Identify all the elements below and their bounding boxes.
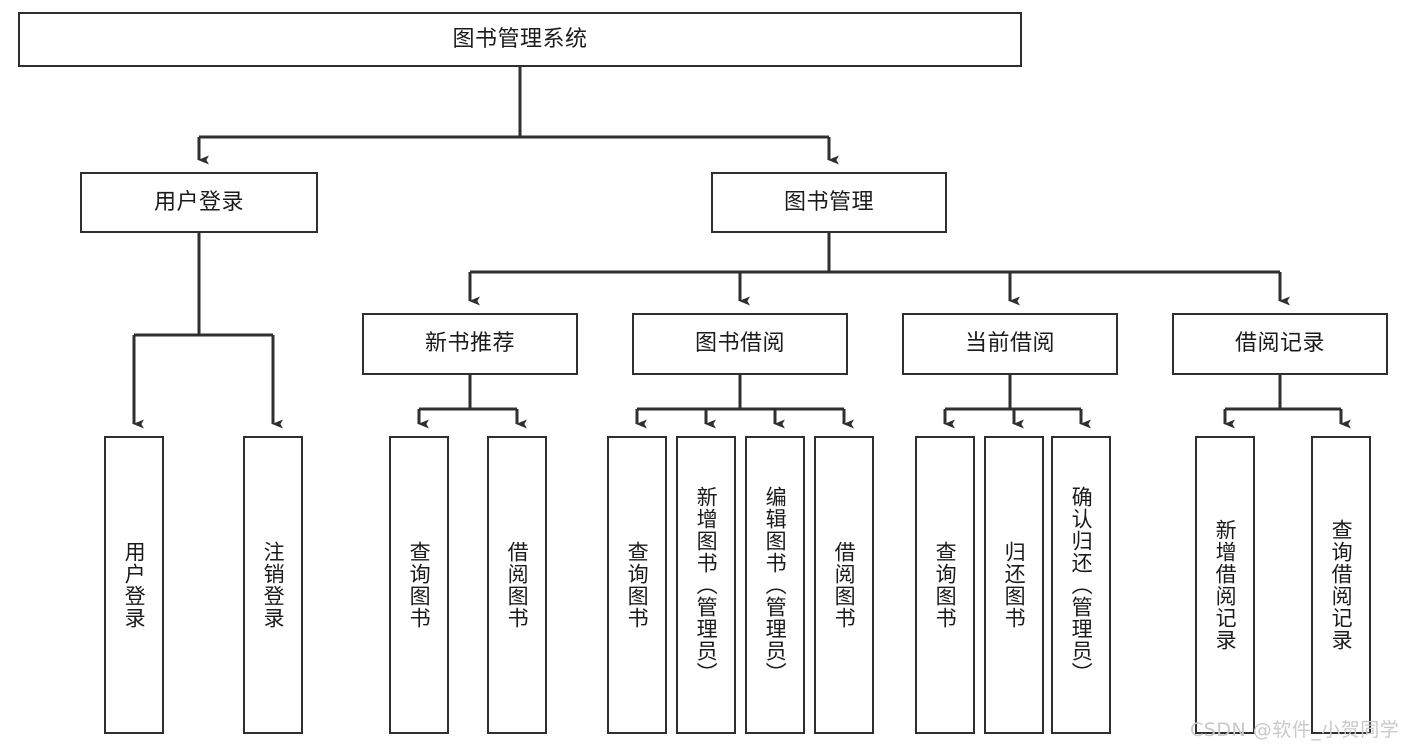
node-borrow-borrow-book-label: 借阅图书 (832, 541, 857, 629)
node-user-logout[interactable]: 注销登录 (243, 436, 303, 734)
node-book-manage-label: 图书管理 (783, 189, 874, 215)
node-cur-return-book-label: 归还图书 (1002, 541, 1027, 629)
node-user-login-label: 用户登录 (153, 189, 244, 215)
node-current-borrow[interactable]: 当前借阅 (902, 313, 1118, 375)
node-book-borrow-label: 图书借阅 (694, 331, 785, 357)
node-root-label: 图书管理系统 (452, 26, 588, 52)
node-new-book-rec[interactable]: 新书推荐 (362, 313, 578, 375)
node-user-logout-label: 注销登录 (261, 541, 286, 629)
node-rec-borrow-book[interactable]: 借阅图书 (487, 436, 547, 734)
node-borrow-borrow-book[interactable]: 借阅图书 (814, 436, 874, 734)
node-user-login-do-label: 用户登录 (122, 541, 147, 629)
node-rec-borrow-book-label: 借阅图书 (505, 541, 530, 629)
node-rec-query-book-label: 查询图书 (407, 541, 432, 629)
node-user-login-do[interactable]: 用户登录 (104, 436, 164, 734)
node-user-login[interactable]: 用户登录 (80, 172, 318, 233)
node-rec-query-record[interactable]: 查询借阅记录 (1311, 436, 1371, 734)
node-rec-query-book[interactable]: 查询图书 (389, 436, 449, 734)
node-cur-confirm-return-label: 确认归还（管理员） (1069, 486, 1094, 684)
node-cur-confirm-return[interactable]: 确认归还（管理员） (1051, 436, 1111, 734)
node-borrow-query-book-label: 查询图书 (625, 541, 650, 629)
node-borrow-add-book-label: 新增图书（管理员） (694, 486, 719, 684)
node-rec-query-record-label: 查询借阅记录 (1329, 519, 1354, 651)
node-borrow-record-label: 借阅记录 (1234, 331, 1325, 357)
node-book-manage[interactable]: 图书管理 (711, 172, 947, 233)
node-cur-return-book[interactable]: 归还图书 (984, 436, 1044, 734)
node-cur-query-book[interactable]: 查询图书 (915, 436, 975, 734)
node-book-borrow[interactable]: 图书借阅 (632, 313, 848, 375)
node-new-book-rec-label: 新书推荐 (424, 331, 515, 357)
node-borrow-query-book[interactable]: 查询图书 (607, 436, 667, 734)
node-borrow-edit-book[interactable]: 编辑图书（管理员） (745, 436, 805, 734)
node-root[interactable]: 图书管理系统 (18, 12, 1022, 67)
node-rec-add-record[interactable]: 新增借阅记录 (1195, 436, 1255, 734)
node-borrow-edit-book-label: 编辑图书（管理员） (763, 486, 788, 684)
node-cur-query-book-label: 查询图书 (933, 541, 958, 629)
node-current-borrow-label: 当前借阅 (964, 331, 1055, 357)
csdn-watermark: CSDN @软件_小贺同学 (1190, 719, 1400, 741)
node-borrow-add-book[interactable]: 新增图书（管理员） (676, 436, 736, 734)
node-rec-add-record-label: 新增借阅记录 (1213, 519, 1238, 651)
node-borrow-record[interactable]: 借阅记录 (1172, 313, 1388, 375)
